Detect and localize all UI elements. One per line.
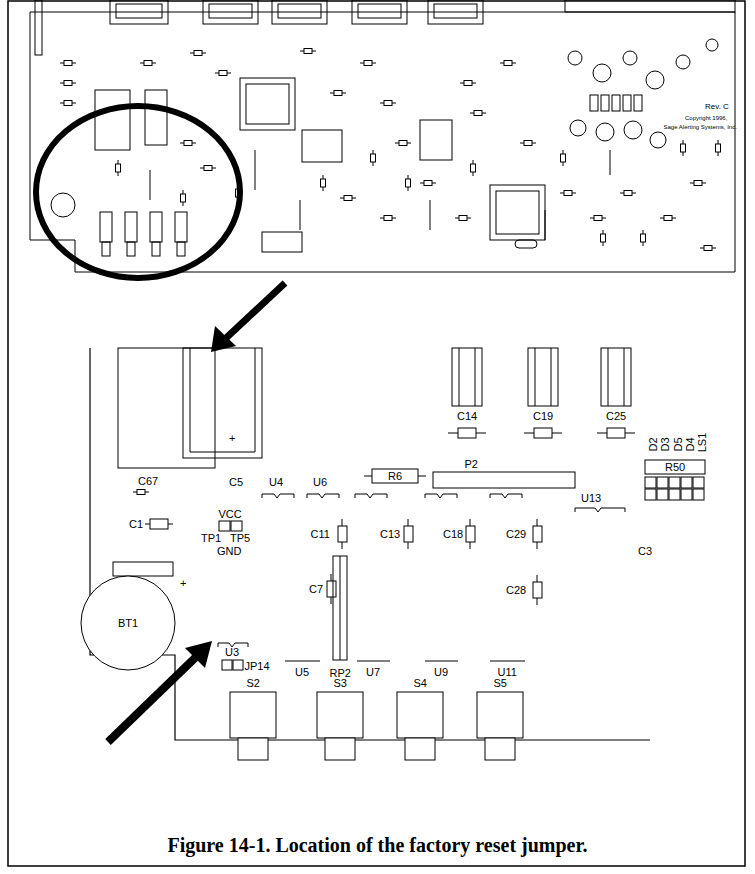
component-label: C29 <box>506 529 526 540</box>
figure-caption: Figure 14-1. Location of the factory res… <box>0 834 755 856</box>
component-label: VCC <box>219 509 242 520</box>
component-label: C25 <box>606 411 626 422</box>
component-label: LS1 <box>697 432 708 452</box>
component-label: C28 <box>506 585 526 596</box>
component-label: U11 <box>498 667 517 678</box>
component-label: D5 <box>673 437 684 451</box>
component-label: S3 <box>334 678 347 689</box>
component-label: R6 <box>388 471 402 482</box>
component-label: TP1 <box>201 533 221 544</box>
component-label: C7 <box>309 584 323 595</box>
component-label: TP5 <box>230 533 250 544</box>
component-label: D2 <box>648 437 659 451</box>
component-label: C18 <box>443 529 463 540</box>
component-label: D4 <box>685 437 696 451</box>
component-label: U13 <box>581 493 601 504</box>
component-label: C13 <box>380 529 400 540</box>
component-label: C1 <box>129 519 143 530</box>
component-label: C67 <box>138 476 158 487</box>
component-label: P2 <box>465 459 478 470</box>
component-label: S4 <box>414 678 427 689</box>
battery-circle: BT1 <box>80 575 176 671</box>
component-label: + <box>229 433 235 444</box>
component-label: C11 <box>311 529 330 540</box>
component-label: R50 <box>665 462 685 473</box>
component-label: U3 <box>225 647 239 658</box>
component-label: C19 <box>533 411 553 422</box>
component-label: S5 <box>494 678 507 689</box>
component-label: U4 <box>269 477 283 488</box>
node-text: BT1 <box>118 618 138 629</box>
component-label: + <box>180 578 186 589</box>
component-label: U6 <box>313 477 327 488</box>
component-label: C14 <box>457 411 477 422</box>
highlight-ring <box>36 106 240 278</box>
component-label: Rev. C <box>705 103 729 111</box>
overview-resistors <box>60 49 721 251</box>
zoom-board <box>90 348 705 760</box>
component-label: U5 <box>295 667 309 678</box>
battery-outline-circle <box>81 576 175 670</box>
component-label: Sage Alerting Systems, Inc. <box>664 124 737 130</box>
board-overview <box>30 0 735 272</box>
component-label: GND <box>217 546 241 557</box>
zoom-arrow <box>211 283 285 352</box>
component-label: JP14 <box>245 661 270 672</box>
figure-frame <box>8 1 745 866</box>
component-label: C3 <box>638 546 652 557</box>
component-label: S2 <box>247 678 260 689</box>
component-label: C5 <box>229 477 243 488</box>
component-label: Copyright 1996, <box>685 115 727 121</box>
component-label: U9 <box>434 667 448 678</box>
component-label: U7 <box>366 667 380 678</box>
component-label: D3 <box>660 437 671 451</box>
